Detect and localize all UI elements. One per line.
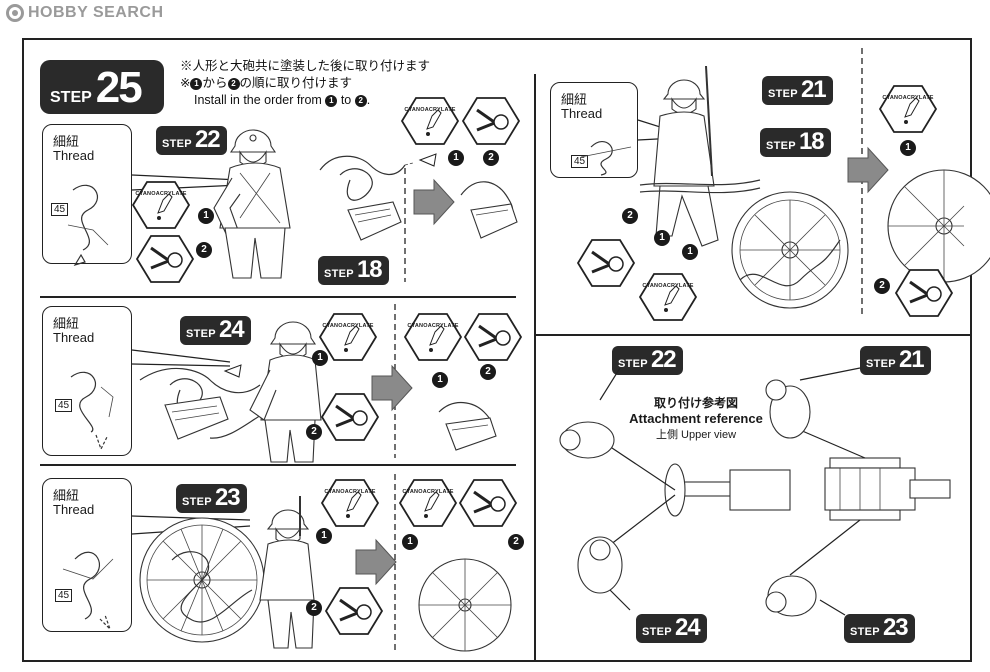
order-marker-1: 1	[312, 350, 328, 366]
divider-right	[536, 334, 972, 336]
order-marker-2: 2	[196, 242, 212, 258]
order-marker-1: 1	[402, 534, 418, 550]
gun-wheel-step23	[139, 517, 265, 643]
drag-rope-step24	[139, 367, 271, 440]
cutter-tool-icon	[894, 268, 954, 318]
order-marker-2: 2	[874, 278, 890, 294]
cutter-tool-icon	[324, 586, 384, 636]
assembled-part-1	[460, 181, 518, 239]
next-arrow-4	[847, 146, 889, 194]
thread-callout-1: 細紐 Thread 45	[42, 124, 132, 267]
thread-detail-icon	[67, 184, 109, 267]
cutter-tool-icon	[576, 238, 636, 288]
order-marker-1: 1	[432, 372, 448, 388]
glue-cyanoacrylate-icon: CYANOACRYLATE	[131, 180, 191, 230]
cutter-tool-icon	[463, 312, 523, 362]
pointer-arrow	[223, 364, 242, 378]
soldier-figure-step21	[653, 65, 719, 247]
glue-cyanoacrylate-icon: CYANOACRYLATE	[400, 96, 460, 146]
order-marker-1: 1	[682, 244, 698, 260]
cutter-tool-icon	[461, 96, 521, 146]
thread-detail-icon	[70, 371, 114, 451]
upper-view-label: 上側 Upper view	[655, 429, 737, 441]
order-marker-1: 1	[900, 140, 916, 156]
soldier-figure-step22	[213, 129, 291, 279]
assembled-wheel-4	[887, 169, 990, 283]
attachment-reference-title: 取り付け参考図 Attachment reference 上側 Upper vi…	[586, 394, 806, 442]
order-marker-2: 2	[508, 534, 524, 550]
soldier-figure-step24	[249, 321, 322, 463]
order-marker-1: 1	[654, 230, 670, 246]
thread-callout-3: 細紐 Thread 45	[42, 478, 132, 632]
note-order-en: Install in the order from 1 to 2.	[194, 93, 371, 107]
soldier-figure-step23	[259, 496, 315, 649]
divider-vertical	[534, 74, 536, 662]
gun-wheel-step21	[731, 191, 849, 309]
order-marker-1: 1	[198, 208, 214, 224]
glue-cyanoacrylate-icon: CYANOACRYLATE	[320, 478, 380, 528]
order-marker-2: 2	[622, 208, 638, 224]
thread-detail-icon	[62, 551, 114, 630]
divider-left-1	[40, 296, 516, 298]
rope-step21	[639, 179, 761, 194]
logo-text: HOBBY SEARCH	[28, 4, 164, 21]
order-marker-1: 1	[316, 528, 332, 544]
glue-cyanoacrylate-icon: CYANOACRYLATE	[638, 272, 698, 322]
cutter-tool-icon	[135, 234, 195, 284]
glue-cyanoacrylate-icon: CYANOACRYLATE	[403, 312, 463, 362]
drag-rope-part	[319, 155, 414, 241]
thread-callout-4: 細紐 Thread 45	[550, 82, 638, 178]
glue-cyanoacrylate-icon: CYANOACRYLATE	[878, 84, 938, 134]
next-arrow-3	[355, 538, 397, 586]
next-arrow-1	[413, 178, 455, 226]
order-marker-2: 2	[306, 424, 322, 440]
note-paint-first: ※人形と大砲共に塗装した後に取り付けます	[180, 59, 431, 73]
thread-detail-icon	[580, 140, 632, 176]
assembled-wheel-3	[418, 558, 512, 652]
order-marker-1: 1	[448, 150, 464, 166]
divider-left-2	[40, 464, 516, 466]
order-marker-2: 2	[480, 364, 496, 380]
thread-callout-2: 細紐 Thread 45	[42, 306, 132, 456]
next-arrow-2	[371, 364, 413, 412]
pointer-arrow	[418, 153, 437, 167]
order-marker-2: 2	[483, 150, 499, 166]
cutter-tool-icon	[320, 392, 380, 442]
main-step-badge: STEP 25	[40, 60, 164, 114]
assembled-part-2	[438, 402, 497, 451]
hobby-search-logo: HOBBY SEARCH	[6, 4, 164, 22]
gun-top-view	[559, 367, 951, 617]
glue-cyanoacrylate-icon: CYANOACRYLATE	[318, 312, 378, 362]
glue-cyanoacrylate-icon: CYANOACRYLATE	[398, 478, 458, 528]
cutter-tool-icon	[458, 478, 518, 528]
logo-mark-icon	[6, 4, 24, 22]
instruction-sheet	[22, 38, 972, 662]
order-marker-2: 2	[306, 600, 322, 616]
